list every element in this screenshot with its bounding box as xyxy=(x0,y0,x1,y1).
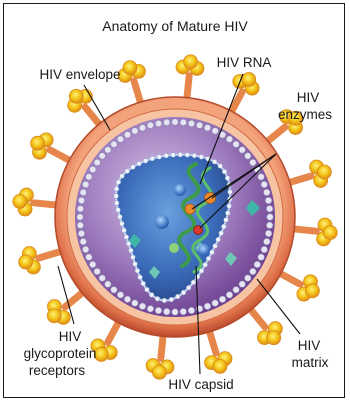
label-glycoprotein-line3: receptors xyxy=(29,363,86,378)
label-glycoprotein-line2: glycoprotein xyxy=(24,346,97,361)
label-hiv-matrix-line1: HIV xyxy=(298,338,321,353)
glycoprotein-head xyxy=(297,275,320,301)
label-hiv-envelope: HIV envelope xyxy=(39,67,120,82)
label-hiv-capsid: HIV capsid xyxy=(168,377,233,392)
glycoprotein-head xyxy=(233,73,259,96)
label-hiv-rna: HIV RNA xyxy=(217,55,272,70)
label-hiv-matrix-line2: matrix xyxy=(292,355,329,370)
hiv-anatomy-figure: Anatomy of Mature HIV xyxy=(3,3,345,398)
glycoprotein-head xyxy=(31,133,54,159)
label-hiv-enzymes-line2: enzymes xyxy=(278,107,332,122)
hiv-diagram: Anatomy of Mature HIV xyxy=(4,4,346,399)
label-hiv-enzymes-line1: HIV xyxy=(297,90,320,105)
label-glycoprotein-line1: HIV xyxy=(59,329,82,344)
figure-title: Anatomy of Mature HIV xyxy=(102,18,248,34)
